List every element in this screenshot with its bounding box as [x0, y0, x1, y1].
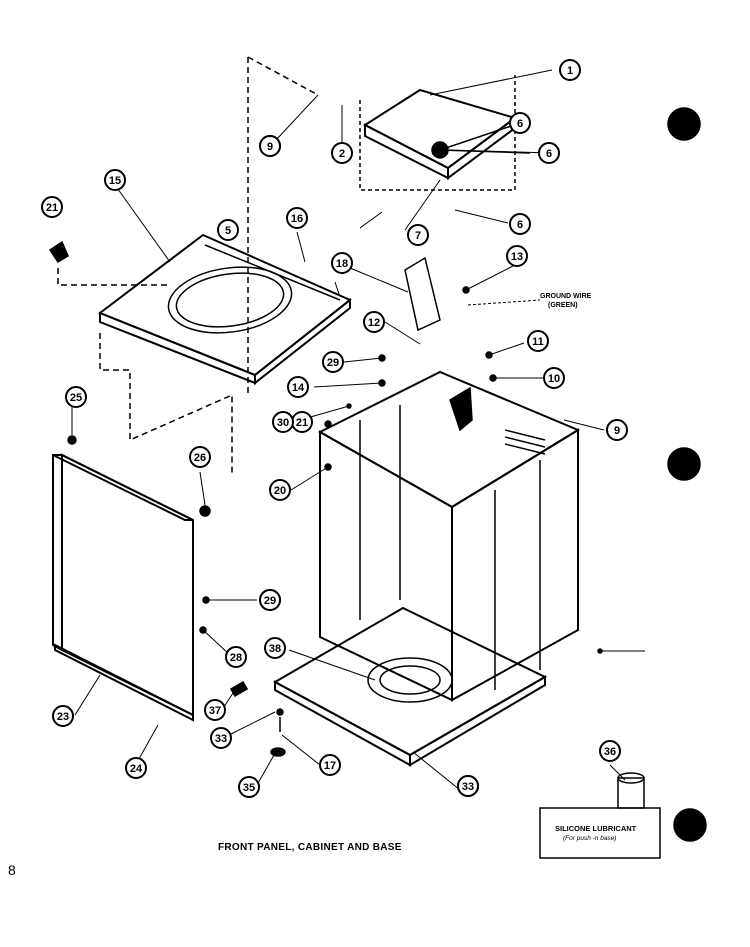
callout-37: 37 [204, 699, 226, 721]
callout-number: 15 [109, 175, 121, 187]
callout-20: 20 [269, 479, 291, 501]
callout-23: 23 [52, 705, 74, 727]
callout-number: 16 [291, 213, 303, 225]
callout-number: 6 [517, 219, 523, 231]
diagram-caption: FRONT PANEL, CABINET AND BASE [218, 842, 402, 853]
callout-number: 38 [269, 643, 281, 655]
callout-number: 28 [230, 652, 242, 664]
callout-number: 10 [548, 373, 560, 385]
callout-2: 2 [331, 142, 353, 164]
callout-30: 30 [272, 411, 294, 433]
callout-13: 13 [506, 245, 528, 267]
callout-29: 29 [259, 589, 281, 611]
callout-number: 18 [336, 258, 348, 270]
leader-lines [71, 69, 645, 791]
callout-number: 14 [292, 382, 305, 394]
callout-36: 36 [599, 740, 621, 762]
callout-number: 21 [46, 202, 58, 214]
lubricant-label: SILICONE LUBRICANT [555, 824, 637, 833]
callout-25: 25 [65, 386, 87, 408]
callout-38: 38 [264, 637, 286, 659]
callout-number: 13 [511, 251, 523, 263]
callout-11: 11 [527, 330, 549, 352]
callout-number: 12 [368, 317, 380, 329]
registration-dot-bottom [673, 808, 707, 842]
callout-number: 35 [243, 782, 255, 794]
registration-dot-middle [667, 447, 701, 481]
callout-10: 10 [543, 367, 565, 389]
callout-number: 9 [267, 141, 273, 153]
registration-dot-top [667, 107, 701, 141]
callout-number: 1 [567, 65, 573, 77]
lubricant-note: (For push -n base) [563, 835, 617, 842]
front-panel [52, 453, 194, 722]
callout-24: 24 [125, 757, 147, 779]
callout-number: 33 [462, 781, 474, 793]
callout-9: 9 [259, 135, 281, 157]
callout-number: 17 [324, 760, 336, 772]
callout-17: 17 [319, 754, 341, 776]
callout-number: 23 [57, 711, 69, 723]
callout-12: 12 [363, 311, 385, 333]
callout-number: 26 [194, 452, 206, 464]
cabinet [317, 370, 581, 702]
callout-number: 36 [604, 746, 616, 758]
callout-number: 2 [339, 148, 345, 160]
page-number: 8 [8, 862, 16, 878]
callout-6: 6 [509, 213, 531, 235]
callout-21: 21 [41, 196, 63, 218]
callout-number: 20 [274, 485, 286, 497]
callout-33: 33 [210, 727, 232, 749]
callout-number: 11 [532, 336, 544, 348]
callout-35: 35 [238, 776, 260, 798]
callout-9: 9 [606, 419, 628, 441]
callout-number: 24 [130, 763, 143, 775]
callout-number: 6 [546, 148, 552, 160]
callout-number: 30 [277, 417, 289, 429]
ground-wire-label: GROUND WIRE [540, 293, 592, 300]
callout-26: 26 [189, 446, 211, 468]
callout-33: 33 [457, 775, 479, 797]
part-callouts: 1255666799101112131415161718202121232425… [41, 59, 628, 798]
callout-number: 7 [415, 230, 421, 242]
callout-number: 21 [296, 417, 308, 429]
callout-6: 6 [538, 142, 560, 164]
callout-18: 18 [331, 252, 353, 274]
callout-16: 16 [286, 207, 308, 229]
base [272, 606, 548, 767]
callout-number: 29 [327, 357, 339, 369]
callout-15: 15 [104, 169, 126, 191]
callout-29: 29 [322, 351, 344, 373]
callout-number: 6 [517, 118, 523, 130]
callout-21: 21 [291, 411, 313, 433]
ground-wire-color-label: (GREEN) [548, 302, 578, 309]
callout-28: 28 [225, 646, 247, 668]
lubricant-box [539, 807, 661, 859]
callout-14: 14 [287, 376, 309, 398]
callout-7: 7 [407, 224, 429, 246]
callout-6: 6 [509, 112, 531, 134]
callout-number: 25 [70, 392, 82, 404]
callout-number: 5 [225, 225, 231, 237]
callout-number: 37 [209, 705, 221, 717]
callout-number: 29 [264, 595, 276, 607]
callout-number: 9 [614, 425, 620, 437]
top-panel [97, 233, 352, 386]
callout-number: 33 [215, 733, 227, 745]
callout-5: 5 [217, 219, 239, 241]
hardware [48, 240, 645, 809]
callout-1: 1 [559, 59, 581, 81]
